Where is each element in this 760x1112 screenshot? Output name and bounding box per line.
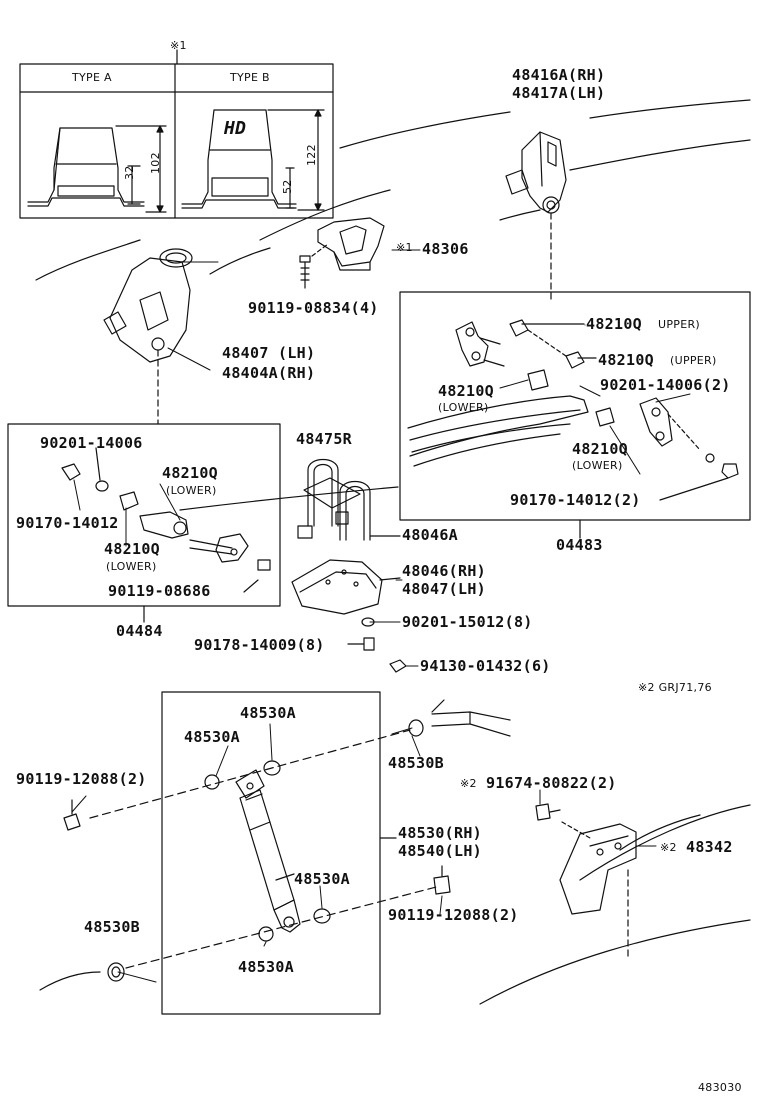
inset-type-a: TYPE A xyxy=(72,71,112,84)
label-lower-r1: (LOWER) xyxy=(438,401,489,414)
label-upper-1: UPPER) xyxy=(658,318,701,331)
label-48530B-2: 48530B xyxy=(84,918,140,936)
note-2-grj: ※2 GRJ71,76 xyxy=(638,681,712,694)
box-04483 xyxy=(399,291,751,539)
dim-a-102: 102 xyxy=(149,152,162,174)
label-90170-14012: 90170-14012 xyxy=(16,514,119,532)
diagram-number: 483030 xyxy=(698,1081,742,1094)
label-48530: 48530(RH) xyxy=(398,824,482,842)
label-48530A-3: 48530A xyxy=(294,870,350,888)
label-48342-mark: ※2 xyxy=(660,841,677,854)
label-48530B-1: 48530B xyxy=(388,754,444,772)
label-90201-14006: 90201-14006 xyxy=(40,434,143,452)
label-upper-2: (UPPER) xyxy=(670,354,717,367)
label-48475R: 48475R xyxy=(296,430,352,448)
label-48210Q-lower-r1: 48210Q xyxy=(438,382,494,400)
label-48540: 48540(LH) xyxy=(398,842,482,860)
label-48210Q-upper-2: 48210Q xyxy=(598,351,654,369)
box-04484 xyxy=(7,423,281,623)
label-48210Q-lower-l1: 48210Q xyxy=(162,464,218,482)
label-lower-l1: (LOWER) xyxy=(166,484,217,497)
label-90119-08834: 90119-08834(4) xyxy=(248,299,379,317)
label-lower-r2: (LOWER) xyxy=(572,459,623,472)
label-91674-mark: ※2 xyxy=(460,777,477,790)
label-48046A: 48046A xyxy=(402,526,458,544)
shock-absorber xyxy=(107,719,424,982)
type-inset-box xyxy=(19,49,334,219)
shock-absorber-box xyxy=(161,691,397,1015)
note-mark-1: ※1 xyxy=(170,39,187,52)
label-48342: 48342 xyxy=(686,838,733,856)
leader-lines xyxy=(71,249,691,983)
label-94130-01432: 94130-01432(6) xyxy=(420,657,551,675)
label-48416A: 48416A(RH) xyxy=(512,66,606,84)
dim-b-122: 122 xyxy=(305,144,318,166)
label-90201-14006-2: 90201-14006(2) xyxy=(600,376,731,394)
label-48530A-1: 48530A xyxy=(240,704,296,722)
leader-bolt-to-bracket xyxy=(311,243,329,257)
label-90119-12088-left: 90119-12088(2) xyxy=(16,770,147,788)
shock-bolts xyxy=(63,699,561,895)
u-bolt-assembly xyxy=(291,458,401,615)
label-90170-14012-2: 90170-14012(2) xyxy=(510,491,641,509)
label-48210Q-lower-l2: 48210Q xyxy=(104,540,160,558)
inset-type-b: TYPE B xyxy=(230,71,270,84)
leader-48407 xyxy=(167,347,211,371)
label-48210Q-lower-r2: 48210Q xyxy=(572,440,628,458)
label-04483: 04483 xyxy=(556,536,603,554)
dim-b-52: 52 xyxy=(281,179,294,194)
shock-centerlines xyxy=(89,729,441,969)
bumper-bracket-48306 xyxy=(317,217,385,271)
label-90201-15012: 90201-15012(8) xyxy=(402,613,533,631)
label-48306: 48306 xyxy=(422,240,469,258)
label-90119-08686: 90119-08686 xyxy=(108,582,211,600)
label-91674-80822: 91674-80822(2) xyxy=(486,774,617,792)
label-lower-l2: (LOWER) xyxy=(106,560,157,573)
spring-hanger-front xyxy=(505,131,567,214)
label-48417A: 48417A(LH) xyxy=(512,84,606,102)
type-b-stopper-drawing xyxy=(181,109,325,211)
frame-rail-lines xyxy=(35,99,751,1005)
spring-hanger-rear xyxy=(103,248,193,363)
label-48530A-4: 48530A xyxy=(238,958,294,976)
bolt-90119-08834 xyxy=(299,255,311,289)
type-a-stopper-drawing xyxy=(27,125,167,213)
label-48530A-2: 48530A xyxy=(184,728,240,746)
shock-bracket-48342 xyxy=(559,821,637,961)
dim-a-32: 32 xyxy=(123,165,136,180)
label-48047: 48047(LH) xyxy=(402,580,486,598)
label-48407: 48407 (LH) xyxy=(222,344,316,362)
label-90119-12088-right: 90119-12088(2) xyxy=(388,906,519,924)
label-90178-14009: 90178-14009(8) xyxy=(194,636,325,654)
label-04484: 04484 xyxy=(116,622,163,640)
label-48306-mark: ※1 xyxy=(396,241,413,254)
small-fasteners xyxy=(347,617,407,673)
label-48046: 48046(RH) xyxy=(402,562,486,580)
label-48210Q-upper-1: 48210Q xyxy=(586,315,642,333)
hd-mark: HD xyxy=(224,118,247,139)
label-48404A: 48404A(RH) xyxy=(222,364,316,382)
